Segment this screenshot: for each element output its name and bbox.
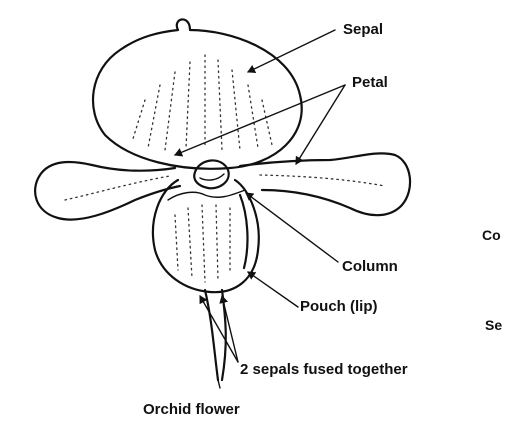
- caption-label: Orchid flower: [143, 401, 240, 418]
- pouch-lip: [153, 180, 259, 292]
- petal-label: Petal: [352, 74, 388, 91]
- edge-column-fragment: Co: [482, 227, 501, 243]
- sepal-label: Sepal: [343, 21, 383, 38]
- left-petal: [35, 162, 180, 220]
- column: [194, 160, 228, 188]
- fused-sepals-label: 2 sepals fused together: [240, 361, 408, 378]
- pouch-label: Pouch (lip): [300, 298, 378, 315]
- column-label: Column: [342, 258, 398, 275]
- right-petal: [240, 153, 410, 215]
- fused-sepals: [205, 290, 226, 388]
- edge-sepal-fragment: Se: [485, 317, 502, 333]
